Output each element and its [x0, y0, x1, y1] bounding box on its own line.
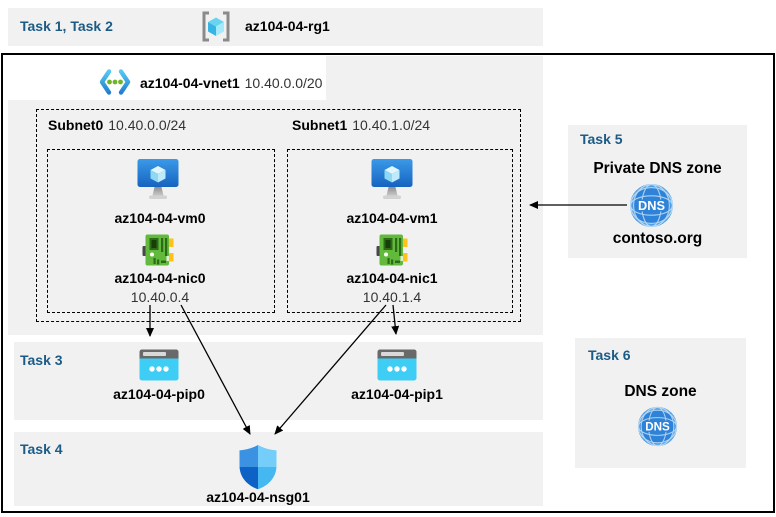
virtual-network-icon: [99, 69, 131, 95]
subnet1-cidr: 10.40.1.0/24: [352, 117, 431, 133]
private-dns-title: Private DNS zone: [593, 160, 722, 177]
nsg-band: [14, 432, 543, 506]
nsg-shield-icon: [239, 445, 277, 490]
pip0-name: az104-04-pip0: [113, 386, 205, 402]
nic1-private-ip: 10.40.1.4: [362, 289, 422, 305]
dns-globe-icon: DNS: [629, 183, 674, 228]
public-ip-band: [14, 342, 543, 420]
dns-zone-box: [575, 338, 746, 468]
vm1-name: az104-04-vm1: [346, 210, 438, 226]
subnet0-box: [47, 149, 275, 313]
nsg-name: az104-04-nsg01: [206, 489, 310, 505]
dns-globe-icon: DNS: [637, 406, 678, 447]
nic0-name: az104-04-nic0: [114, 270, 206, 286]
vnet-cidr: 10.40.0.0/20: [244, 75, 323, 91]
nic1-name: az104-04-nic1: [346, 270, 438, 286]
subnet1-name: Subnet1: [292, 117, 348, 133]
vnet-name: az104-04-vnet1: [140, 75, 240, 91]
resource-group-name: az104-04-rg1: [245, 18, 330, 34]
dns-globe-text: DNS: [638, 198, 665, 213]
nic-icon: [142, 234, 174, 266]
subnet1-box: [287, 149, 513, 313]
dns-zone-title: DNS zone: [624, 383, 697, 400]
subnet0-name: Subnet0: [48, 117, 104, 133]
public-ip-icon: [139, 349, 179, 381]
task3-label: Task 3: [20, 352, 63, 368]
pip1-name: az104-04-pip1: [351, 386, 443, 402]
resource-group-icon: [202, 11, 230, 42]
virtual-machine-icon: [371, 159, 413, 199]
vm0-name: az104-04-vm0: [114, 210, 206, 226]
virtual-machine-icon: [137, 159, 179, 199]
vnet-title-background: [8, 56, 326, 100]
dns-globe-text: DNS: [645, 421, 670, 434]
nic-icon: [376, 234, 408, 266]
vnet-content-panel: [8, 56, 543, 335]
private-dns-zone-name: contoso.org: [612, 230, 703, 247]
task12-label: Task 1, Task 2: [20, 18, 113, 34]
task5-label: Task 5: [580, 131, 623, 147]
public-ip-icon: [377, 349, 417, 381]
resource-group-band: [8, 8, 543, 46]
subnet0-cidr: 10.40.0.0/24: [108, 117, 187, 133]
task6-label: Task 6: [588, 347, 631, 363]
nic0-private-ip: 10.40.0.4: [130, 289, 190, 305]
task4-label: Task 4: [20, 441, 63, 457]
